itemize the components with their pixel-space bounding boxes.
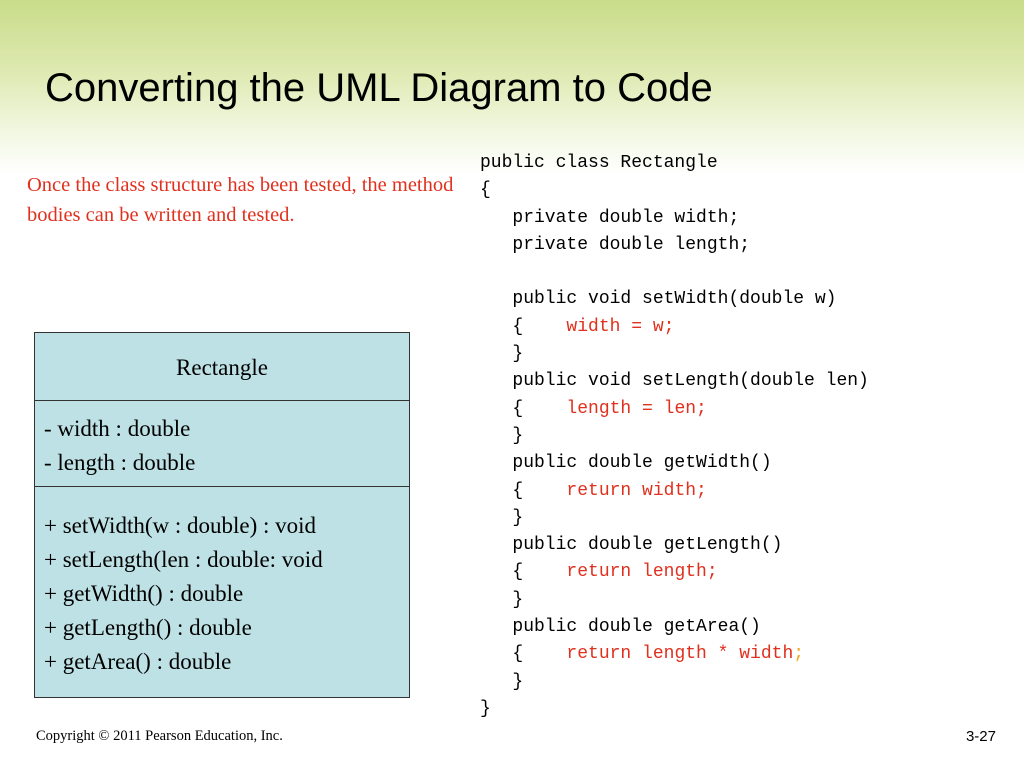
uml-operation: + getWidth() : double	[44, 581, 244, 606]
code-line: {	[480, 177, 869, 204]
code-line: }	[480, 505, 869, 532]
page-number: 3-27	[965, 728, 996, 745]
method-body-code: return length * width	[566, 644, 794, 665]
method-body-code: return width;	[566, 480, 707, 501]
method-body-code: width = w;	[566, 316, 675, 337]
code-text: public void setLength(double len)	[480, 371, 869, 392]
code-line: }	[480, 696, 869, 723]
uml-operation: + setLength(len : double: void	[44, 547, 323, 572]
code-text: }	[480, 671, 524, 692]
uml-class-name: Rectangle	[35, 333, 409, 401]
slide-title: Converting the UML Diagram to Code	[45, 66, 713, 110]
uml-operation: + setWidth(w : double) : void	[44, 513, 317, 538]
code-text: {	[480, 398, 567, 419]
code-line	[480, 259, 869, 286]
code-text: }	[480, 589, 524, 610]
code-text: public double getLength()	[480, 535, 783, 556]
code-text: {	[480, 644, 567, 665]
code-line: public double getLength()	[480, 532, 869, 559]
code-text: }	[480, 507, 524, 528]
code-line: public double getArea()	[480, 614, 869, 641]
code-text: public class Rectangle	[480, 153, 718, 173]
uml-operations: + setWidth(w : double) : void + setLengt…	[35, 487, 409, 679]
code-line: }	[480, 341, 869, 368]
code-line: public class Rectangle	[480, 150, 869, 177]
code-line: { return width;	[480, 478, 869, 505]
code-text: private double width;	[480, 207, 740, 228]
code-line: { length = len;	[480, 396, 869, 423]
code-text: private double length;	[480, 234, 751, 255]
code-line: private double width;	[480, 205, 869, 232]
code-line: { width = w;	[480, 314, 869, 341]
code-line: public double getWidth()	[480, 450, 869, 477]
method-body-code: length = len;	[566, 398, 707, 419]
code-text: public void setWidth(double w)	[480, 289, 837, 310]
code-text: {	[480, 480, 567, 501]
intro-text: Once the class structure has been tested…	[27, 174, 454, 226]
method-body-code: return length;	[566, 562, 718, 583]
uml-class-diagram: Rectangle - width : double - length : do…	[34, 332, 410, 698]
code-text: {	[480, 180, 491, 201]
code-text: public double getArea()	[480, 617, 761, 638]
code-text: }	[480, 698, 491, 719]
code-listing: public class Rectangle { private double w…	[480, 150, 869, 723]
copyright-notice: Copyright © 2011 Pearson Education, Inc.	[36, 728, 283, 744]
code-text: {	[480, 316, 567, 337]
code-text: {	[480, 562, 567, 583]
code-line: }	[480, 423, 869, 450]
uml-operation: + getLength() : double	[44, 615, 252, 640]
code-line: { return length * width;	[480, 641, 869, 668]
code-line: }	[480, 587, 869, 614]
code-text: }	[480, 425, 524, 446]
uml-operation: + getArea() : double	[44, 649, 232, 674]
code-text: }	[480, 344, 524, 365]
uml-attributes: - width : double - length : double	[35, 401, 409, 487]
code-line: public void setWidth(double w)	[480, 286, 869, 313]
uml-attribute: - length : double	[44, 450, 196, 475]
code-line: private double length;	[480, 232, 869, 259]
semicolon: ;	[793, 644, 805, 665]
uml-attribute: - width : double	[44, 416, 191, 441]
code-line: public void setLength(double len)	[480, 368, 869, 395]
code-text: public double getWidth()	[480, 453, 772, 474]
code-line: { return length;	[480, 559, 869, 586]
code-line: }	[480, 669, 869, 696]
